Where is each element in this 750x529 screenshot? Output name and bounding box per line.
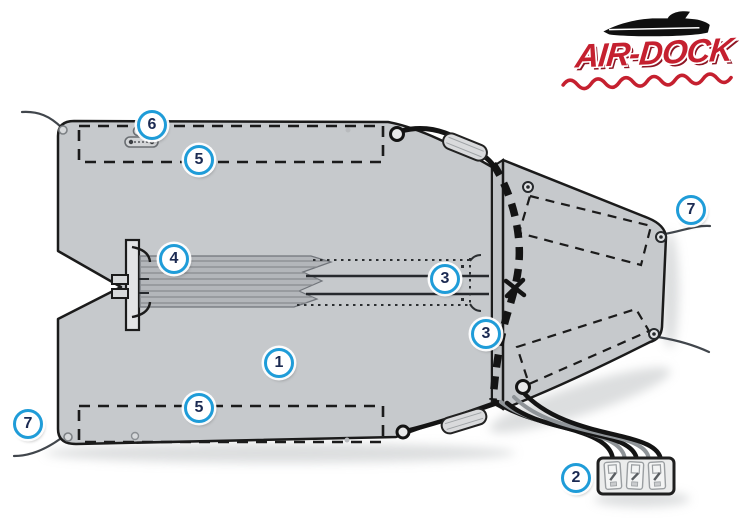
valve-fitting-icon [625, 461, 645, 490]
manifold-hoses [492, 388, 664, 465]
callout-6-valve: 6 [137, 110, 167, 140]
callout-2-valve-manifold: 2 [561, 463, 591, 493]
rope-top-left [20, 110, 64, 130]
valve-fitting-icon [603, 460, 623, 491]
supply-hose-run [489, 161, 524, 401]
callout-4-bow-board: 4 [159, 244, 189, 274]
rope-bottom-right [656, 335, 711, 354]
seam-area-top [77, 124, 385, 164]
clevis-upper [111, 274, 129, 285]
callout-1-main-mat: 1 [264, 348, 294, 378]
panel-attach-loop-top [131, 245, 152, 263]
rope-top-right [662, 224, 712, 236]
callout-7-rope-right: 7 [676, 195, 706, 225]
speedboat-icon [603, 11, 710, 37]
callout-3-hose-lines: 3 [430, 264, 460, 294]
eyelet-strap-bottom [395, 424, 411, 440]
valve-manifold [596, 456, 676, 496]
wavy-underline-icon [561, 72, 733, 91]
logo: AIR-DOCK [558, 4, 750, 91]
roller-top [442, 132, 488, 162]
seam-area-bottom [77, 404, 385, 444]
bow-board [111, 238, 141, 332]
stern-flap-section [501, 158, 668, 411]
callout-7-rope-left: 7 [13, 409, 43, 439]
rope-bottom-left [12, 437, 62, 458]
eyelet-hose-exit [515, 379, 531, 395]
chamber-outline-upper [517, 194, 653, 267]
side-rail-strip [491, 158, 504, 411]
valve-fitting-icon [647, 461, 667, 490]
eyelet-corner-top-left [58, 125, 68, 135]
roller-bottom [440, 407, 488, 435]
eyelet-corner-bottom-left [63, 432, 73, 442]
callout-3-hose-run: 3 [471, 319, 501, 349]
panel-attach-loop-bottom [131, 301, 152, 319]
clevis-lower [111, 288, 129, 299]
tie-off-ropes [12, 110, 712, 458]
hose-guide-dotted [297, 258, 471, 306]
hose-tee-connector [503, 277, 527, 299]
hose-end-hooks [461, 254, 482, 312]
callout-5-seam-bottom: 5 [184, 393, 214, 423]
eyelet-strap-top [389, 126, 405, 142]
eyelets [58, 125, 667, 443]
callout-5-seam-top: 5 [184, 145, 214, 175]
